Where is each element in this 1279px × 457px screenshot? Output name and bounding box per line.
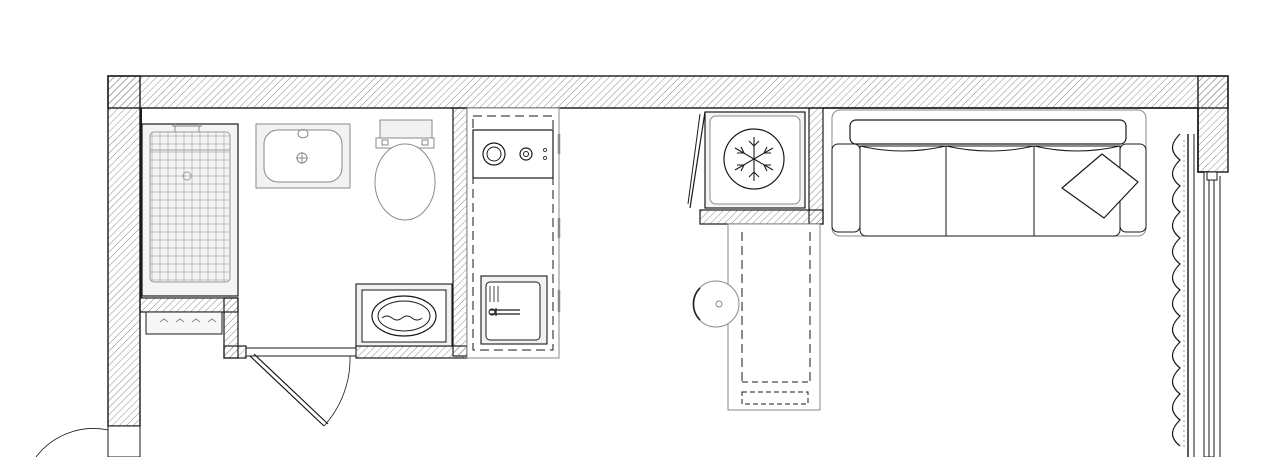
kitchen-sink <box>480 275 548 345</box>
bathroom-wall-right <box>452 107 468 357</box>
shower-tap-icon <box>172 124 202 132</box>
entrance-door[interactable] <box>35 428 109 457</box>
bathroom-door[interactable] <box>245 347 357 427</box>
stool <box>692 280 740 328</box>
stove <box>472 129 554 179</box>
curtain <box>1171 133 1195 457</box>
burner-small-icon <box>519 147 533 161</box>
shoe-rack <box>145 311 223 335</box>
washing-machine <box>355 283 453 347</box>
cushion <box>1061 153 1139 219</box>
outer-wall-top <box>107 75 1229 109</box>
snowflake-icon <box>723 128 785 190</box>
living-room <box>823 107 1221 457</box>
bathtub <box>141 123 239 297</box>
bathroom-inner-wall-left <box>140 108 142 298</box>
hall <box>35 311 223 457</box>
bathroom <box>141 119 453 427</box>
balcony-window <box>1203 171 1221 457</box>
toilet <box>374 119 436 221</box>
outer-wall-right <box>1197 75 1229 173</box>
snowflake-symbol <box>734 137 774 181</box>
walls <box>107 75 1229 457</box>
washbasin <box>255 123 351 189</box>
burner-large-icon <box>482 142 506 166</box>
entrance-door-jamb <box>107 425 141 457</box>
kitchen <box>466 107 821 411</box>
fridge-wall-bottom <box>699 209 824 225</box>
sink-tap-icon <box>490 308 520 316</box>
refrigerator <box>687 111 806 209</box>
bathtub-niche-wall-vertical <box>223 297 239 359</box>
fridge-wall <box>808 107 824 225</box>
outer-wall-left <box>107 75 141 427</box>
bathroom-wall-bottom-right <box>355 345 468 359</box>
dining-counter <box>727 223 821 411</box>
bathtub-niche-wall <box>139 297 239 313</box>
basin-tap-icon <box>297 129 309 139</box>
drain-icon <box>182 171 192 181</box>
sofa <box>831 109 1147 237</box>
